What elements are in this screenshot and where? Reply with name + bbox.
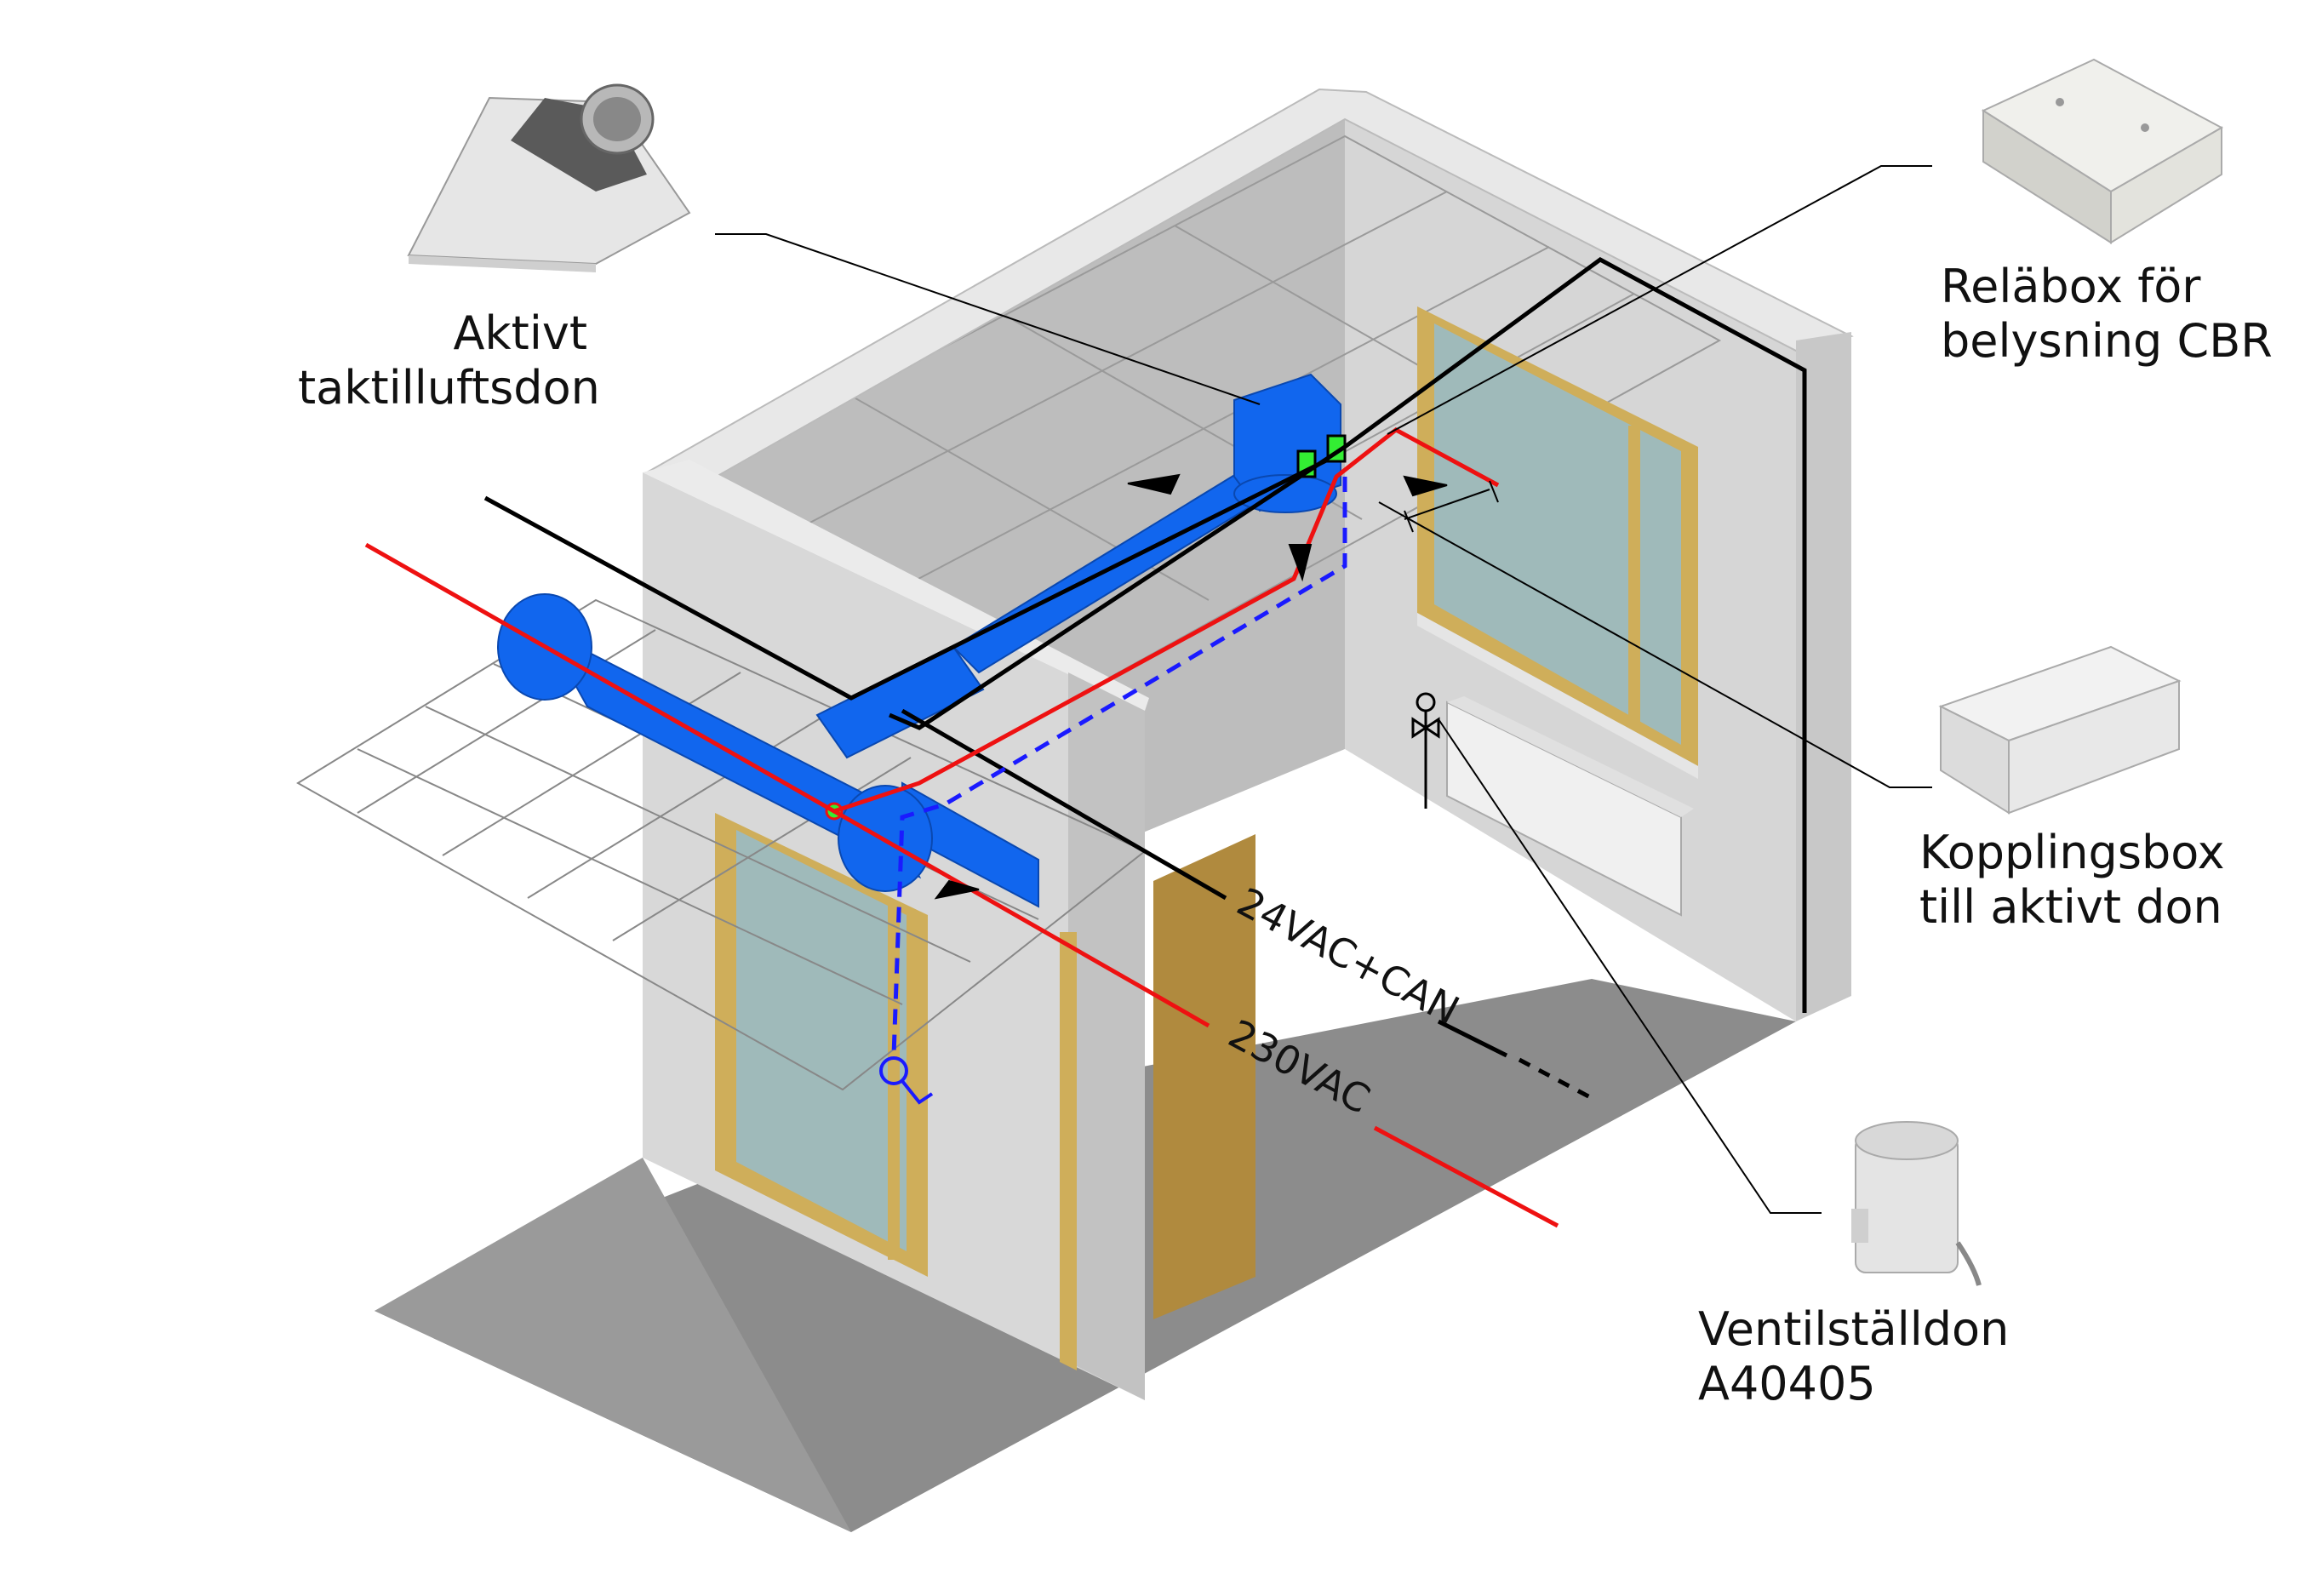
callout-supply-diffuser-line2: taktilluftsdon	[298, 361, 600, 415]
leader-lines	[715, 165, 1932, 1214]
junction-box-product-image	[1938, 645, 2182, 815]
callout-relay-box: Reläbox för belysning CBR	[1941, 260, 2273, 369]
right-wall-side	[1796, 332, 1851, 1021]
door-frame	[1060, 932, 1077, 1370]
wire-label-24vac: 24VAC+CAN	[1230, 878, 1467, 1033]
valve-actuator-product-image	[1851, 1121, 1982, 1286]
callout-relay-box-line2: belysning CBR	[1941, 314, 2273, 368]
callout-junction-box: Kopplingsbox till aktivt don	[1919, 826, 2225, 935]
sensor-symbol	[879, 1056, 934, 1105]
callout-valve-actuator: Ventilställdon A40405	[1698, 1302, 2009, 1411]
front-wall-edge	[643, 460, 1149, 711]
wall-post	[1068, 672, 1145, 1400]
wire-sensor	[891, 477, 1347, 1056]
window-front	[715, 813, 928, 1277]
callout-supply-diffuser-line1: Aktivt	[453, 306, 587, 360]
callout-relay-box-line1: Reläbox för	[1941, 260, 2201, 313]
window-back	[1417, 306, 1698, 779]
radiator	[1446, 696, 1694, 917]
floor-front	[375, 1158, 851, 1532]
callout-valve-actuator-line2: A40405	[1698, 1357, 1876, 1410]
callout-junction-box-line1: Kopplingsbox	[1919, 826, 2225, 879]
callout-junction-box-line2: till aktivt don	[1919, 880, 2222, 934]
callout-supply-diffuser: Aktivt taktilluftsdon	[298, 306, 600, 415]
wire-24vac-dashed	[1518, 1057, 1593, 1101]
wire-24vac	[483, 257, 1807, 1058]
airflow-arrows	[934, 473, 1499, 900]
relay-box-product-image	[1981, 58, 2224, 244]
door-leaf	[1153, 834, 1255, 1319]
callout-valve-actuator-line1: Ventilställdon	[1698, 1302, 2010, 1356]
diffuser-product-image	[407, 83, 691, 272]
